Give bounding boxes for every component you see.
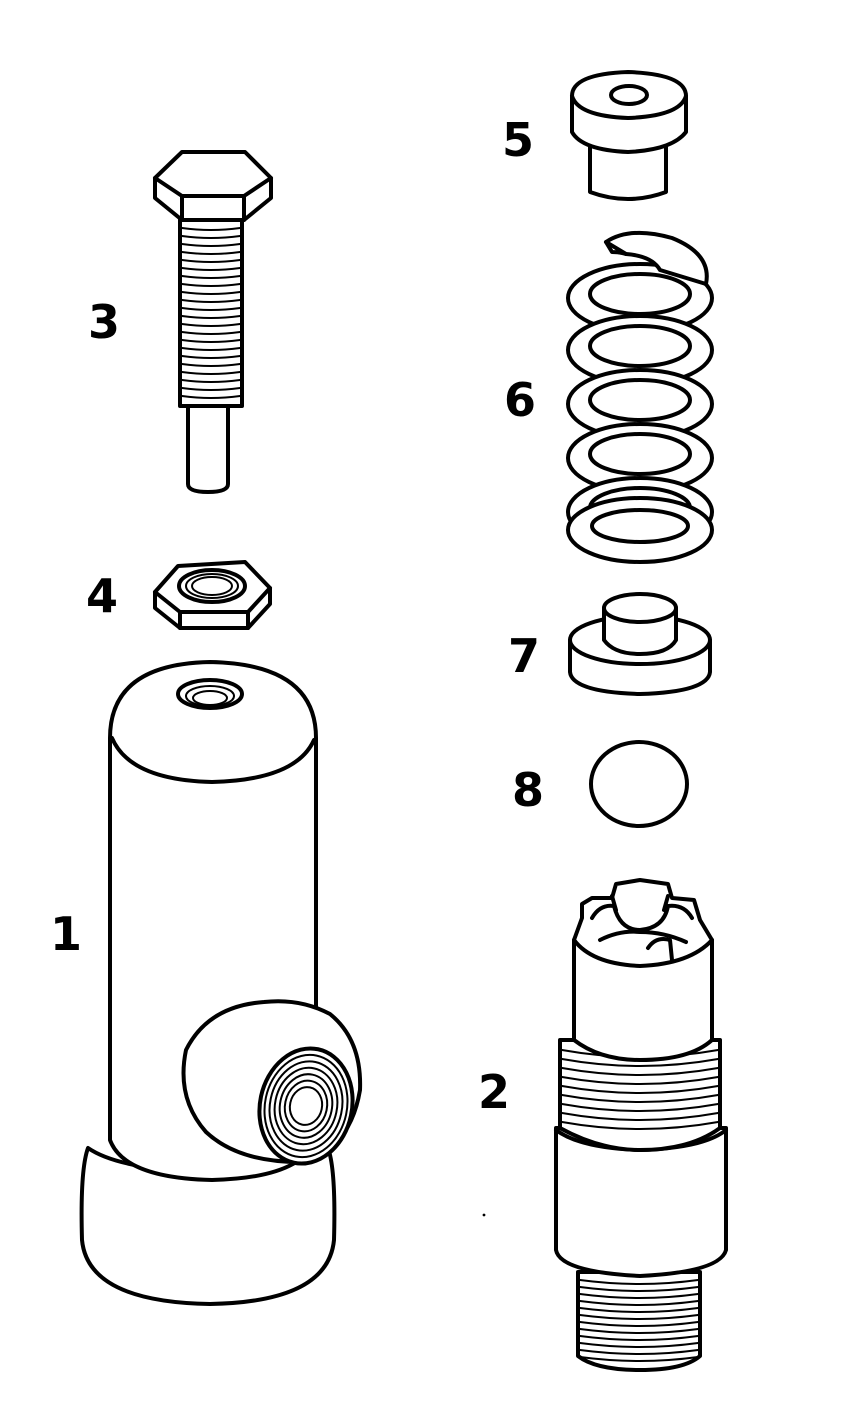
label-6: 6 — [504, 373, 536, 427]
part-2-valve-seat — [554, 878, 728, 1372]
label-4: 4 — [86, 569, 118, 623]
label-2: 2 — [478, 1065, 510, 1119]
spring-coil — [566, 496, 714, 564]
bolt-thread — [178, 218, 244, 408]
spring-coil — [566, 314, 714, 386]
part-5-cap — [570, 70, 688, 201]
part-7-spring-seat — [568, 592, 712, 696]
spring-top-end — [604, 230, 709, 286]
part-3-hex-bolt — [153, 150, 273, 494]
part-6-spring — [566, 230, 714, 564]
spring-coil — [566, 368, 714, 440]
part-8-ball — [589, 740, 689, 828]
label-1: 1 — [50, 907, 82, 961]
label-7: 7 — [508, 629, 540, 683]
label-3: 3 — [88, 295, 120, 349]
label-8: 8 — [512, 763, 544, 817]
stray-dot — [482, 1213, 486, 1217]
part-4-hex-nut — [153, 560, 272, 630]
spring-coil — [566, 422, 714, 494]
label-5: 5 — [502, 113, 534, 167]
bolt-shank — [186, 404, 230, 494]
bolt-head — [153, 150, 273, 222]
part-1-body — [79, 660, 363, 1306]
